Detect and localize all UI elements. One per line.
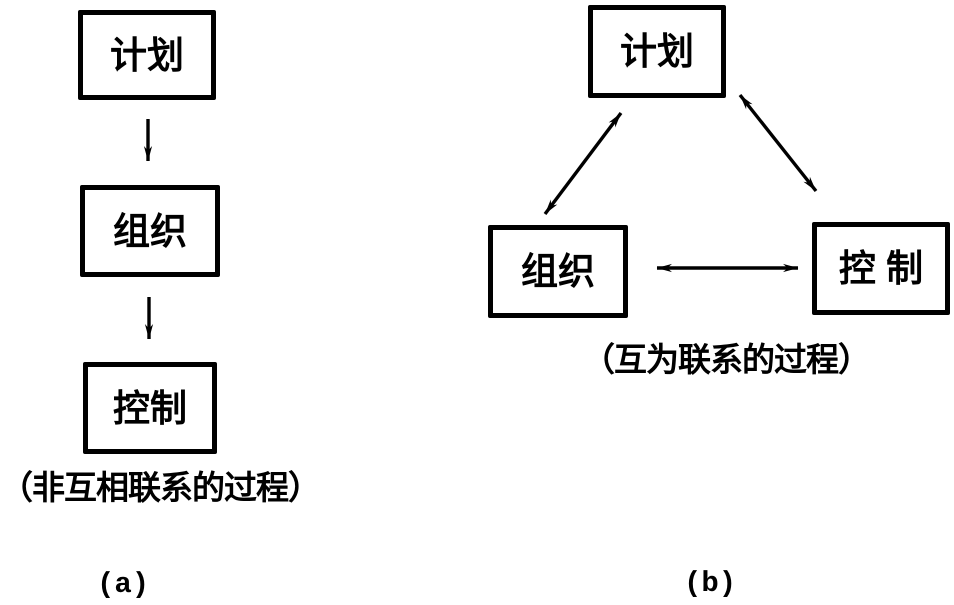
box-organize-b: 组织 <box>488 225 628 318</box>
box-plan-a-label: 计划 <box>110 34 184 76</box>
sublabel-a: (a) <box>97 568 150 601</box>
box-organize-a-label: 组织 <box>113 210 187 252</box>
box-control-a-label: 控制 <box>113 387 187 429</box>
box-organize-a: 组织 <box>80 185 220 277</box>
box-control-a: 控制 <box>83 362 217 454</box>
box-organize-b-label: 组织 <box>521 251 595 292</box>
caption-b: （互为联系的过程） <box>582 341 871 378</box>
box-plan-b-label: 计划 <box>620 31 694 72</box>
arrow-plan-control-b <box>738 93 818 193</box>
sublabel-b: (b) <box>684 567 737 600</box>
box-plan-b: 计划 <box>588 5 726 98</box>
arrow-plan-organize-b <box>543 111 623 216</box>
box-plan-a: 计划 <box>78 10 216 100</box>
caption-a: （非互相联系的过程） <box>0 469 321 506</box>
box-control-b: 控 制 <box>812 222 950 315</box>
box-control-b-label: 控 制 <box>838 248 924 289</box>
